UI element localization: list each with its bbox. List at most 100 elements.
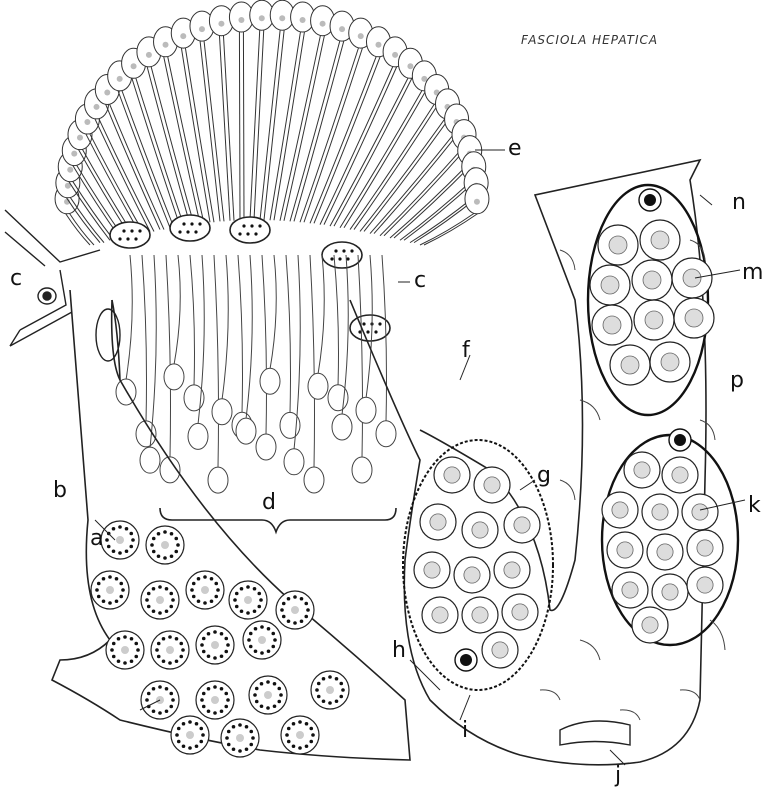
- vitelline-granule: [130, 659, 134, 663]
- cluster-cell-nucleus: [621, 356, 639, 374]
- vitelline-granule: [129, 545, 133, 549]
- vitelline-granule: [304, 602, 308, 606]
- vitelline-granule: [165, 587, 169, 591]
- basal-cell-dot: [246, 232, 249, 235]
- vitelline-granule: [305, 722, 309, 726]
- lower-stalk: [262, 255, 267, 435]
- vitelline-granule: [130, 637, 134, 641]
- lower-stalk: [150, 255, 156, 448]
- vitelline-granule: [220, 709, 224, 713]
- basal-cell-dot: [254, 232, 257, 235]
- vitelline-nucleus: [291, 606, 299, 614]
- cluster-cell-nucleus: [430, 514, 446, 530]
- vitelline-granule: [147, 692, 151, 696]
- label-e: e: [508, 138, 522, 160]
- vitelline-granule: [259, 598, 263, 602]
- vitelline-granule: [335, 699, 339, 703]
- debris-strand: [620, 710, 640, 720]
- vitelline-granule: [110, 648, 114, 652]
- vitelline-nucleus: [236, 734, 244, 742]
- label-f: f: [462, 340, 470, 362]
- vitelline-granule: [112, 655, 116, 659]
- vitelline-granule: [108, 601, 112, 605]
- debris-strand: [710, 620, 725, 650]
- vitelline-granule: [210, 577, 214, 581]
- vitelline-granule: [279, 693, 283, 697]
- vitelline-granule: [158, 611, 162, 615]
- lower-stalk: [190, 255, 195, 386]
- vitelline-granule: [195, 722, 199, 726]
- cluster-cell-nucleus: [424, 562, 440, 578]
- flask-cell-nucleus: [474, 199, 480, 205]
- basal-cell-dot: [250, 224, 253, 227]
- vitelline-nucleus: [116, 536, 124, 544]
- basal-cell-dot: [374, 330, 377, 333]
- basal-cell-dot: [342, 249, 345, 252]
- label-p: p: [730, 370, 744, 392]
- lower-stalk: [318, 255, 324, 374]
- flask-cell-stalk: [344, 90, 426, 228]
- vitelline-granule: [157, 532, 161, 536]
- basal-cell-dot: [366, 330, 369, 333]
- vitelline-granule: [150, 543, 154, 547]
- vitelline-granule: [245, 725, 249, 729]
- vitelline-granule: [203, 601, 207, 605]
- vitelline-granule: [177, 727, 181, 731]
- basal-cell-dot: [362, 322, 365, 325]
- vitelline-granule: [267, 627, 271, 631]
- vitelline-granule: [253, 609, 257, 613]
- flask-cell-stalk: [105, 103, 160, 229]
- cluster-cell-nucleus: [634, 462, 650, 478]
- flask-cell-nucleus: [199, 26, 205, 32]
- flask-cell-stalk: [168, 56, 204, 224]
- debris-strand: [700, 420, 715, 440]
- vitelline-granule: [300, 597, 304, 601]
- vitelline-granule: [339, 682, 343, 686]
- vitelline-granule: [317, 682, 321, 686]
- vitelline-granule: [203, 575, 207, 579]
- vitelline-granule: [165, 687, 169, 691]
- cluster-cell-nucleus: [472, 607, 488, 623]
- vitelline-granule: [249, 632, 253, 636]
- vitelline-granule: [162, 659, 166, 663]
- lower-stalk: [222, 255, 228, 400]
- cluster-cell-nucleus: [643, 271, 661, 289]
- vitelline-granule: [271, 645, 275, 649]
- vitelline-granule: [171, 598, 175, 602]
- vitelline-granule: [181, 648, 185, 652]
- debris-strand: [560, 480, 575, 500]
- vitelline-granule: [108, 575, 112, 579]
- vitelline-granule: [163, 556, 167, 560]
- vitelline-granule: [282, 602, 286, 606]
- figure-title: FASCIOLA HEPATICA: [521, 33, 658, 47]
- cluster-cell-nucleus: [484, 477, 500, 493]
- cluster-cell-nucleus: [672, 467, 688, 483]
- vitelline-granule: [249, 645, 253, 649]
- lower-cell-head: [356, 397, 376, 423]
- vitelline-granule: [220, 632, 224, 636]
- vitelline-granule: [255, 687, 259, 691]
- vitelline-granule: [131, 538, 135, 542]
- basal-cell: [230, 217, 270, 243]
- vitelline-granule: [247, 638, 251, 642]
- vitelline-granule: [287, 727, 291, 731]
- vitelline-granule: [192, 595, 196, 599]
- lower-cell-head: [260, 368, 280, 394]
- flask-cell-stalk: [254, 29, 264, 220]
- vitelline-granule: [240, 587, 244, 591]
- vitelline-granule: [240, 609, 244, 613]
- vitelline-nucleus: [264, 691, 272, 699]
- vitelline-granule: [201, 733, 205, 737]
- vitelline-granule: [227, 730, 231, 734]
- vitelline-granule: [293, 595, 297, 599]
- vitelline-granule: [157, 655, 161, 659]
- vitelline-granule: [287, 740, 291, 744]
- flask-cell-nucleus: [300, 17, 306, 23]
- vitelline-granule: [118, 551, 122, 555]
- vitelline-granule: [147, 605, 151, 609]
- vitelline-granule: [175, 733, 179, 737]
- vitelline-nucleus: [326, 686, 334, 694]
- vitelline-granule: [190, 588, 194, 592]
- basal-cell-dot: [130, 229, 133, 232]
